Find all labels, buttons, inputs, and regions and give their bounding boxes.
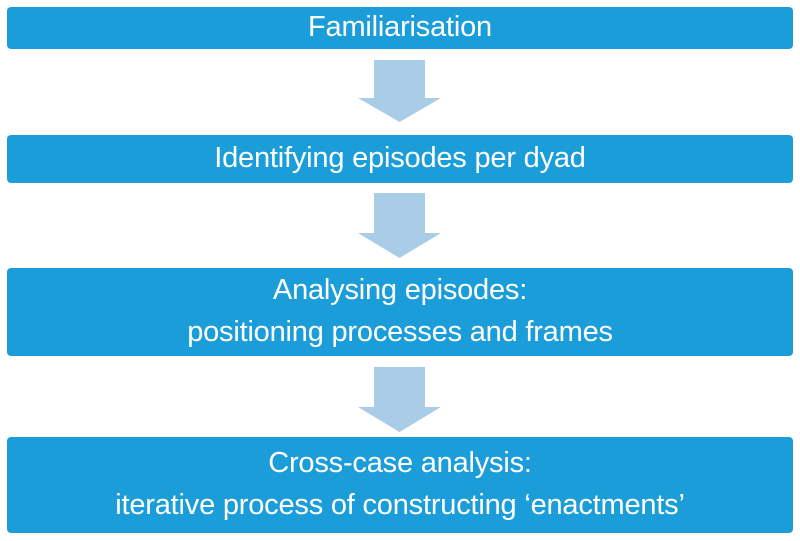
process-box-identifying-episodes[interactable]: Identifying episodes per dyad [7, 135, 793, 183]
arrow-down-icon-1 [358, 60, 441, 122]
arrow-down-icon-2 [358, 193, 441, 258]
process-box-analysing-episodes-line-2: positioning processes and frames [187, 316, 613, 348]
process-box-cross-case-analysis-line-1: Cross-case analysis: [268, 447, 532, 480]
arrow-down-icon-3 [358, 367, 441, 432]
process-box-cross-case-analysis-line-2: iterative process of constructing ‘enact… [115, 489, 685, 521]
process-box-cross-case-analysis[interactable]: Cross-case analysis: iterative process o… [7, 437, 793, 533]
process-box-analysing-episodes[interactable]: Analysing episodes: positioning processe… [7, 268, 793, 356]
process-box-familiarisation[interactable]: Familiarisation [7, 7, 793, 49]
process-box-analysing-episodes-line-1: Analysing episodes: [272, 274, 528, 307]
process-box-familiarisation-line-1: Familiarisation [308, 11, 492, 44]
process-box-identifying-episodes-line-1: Identifying episodes per dyad [214, 142, 586, 175]
